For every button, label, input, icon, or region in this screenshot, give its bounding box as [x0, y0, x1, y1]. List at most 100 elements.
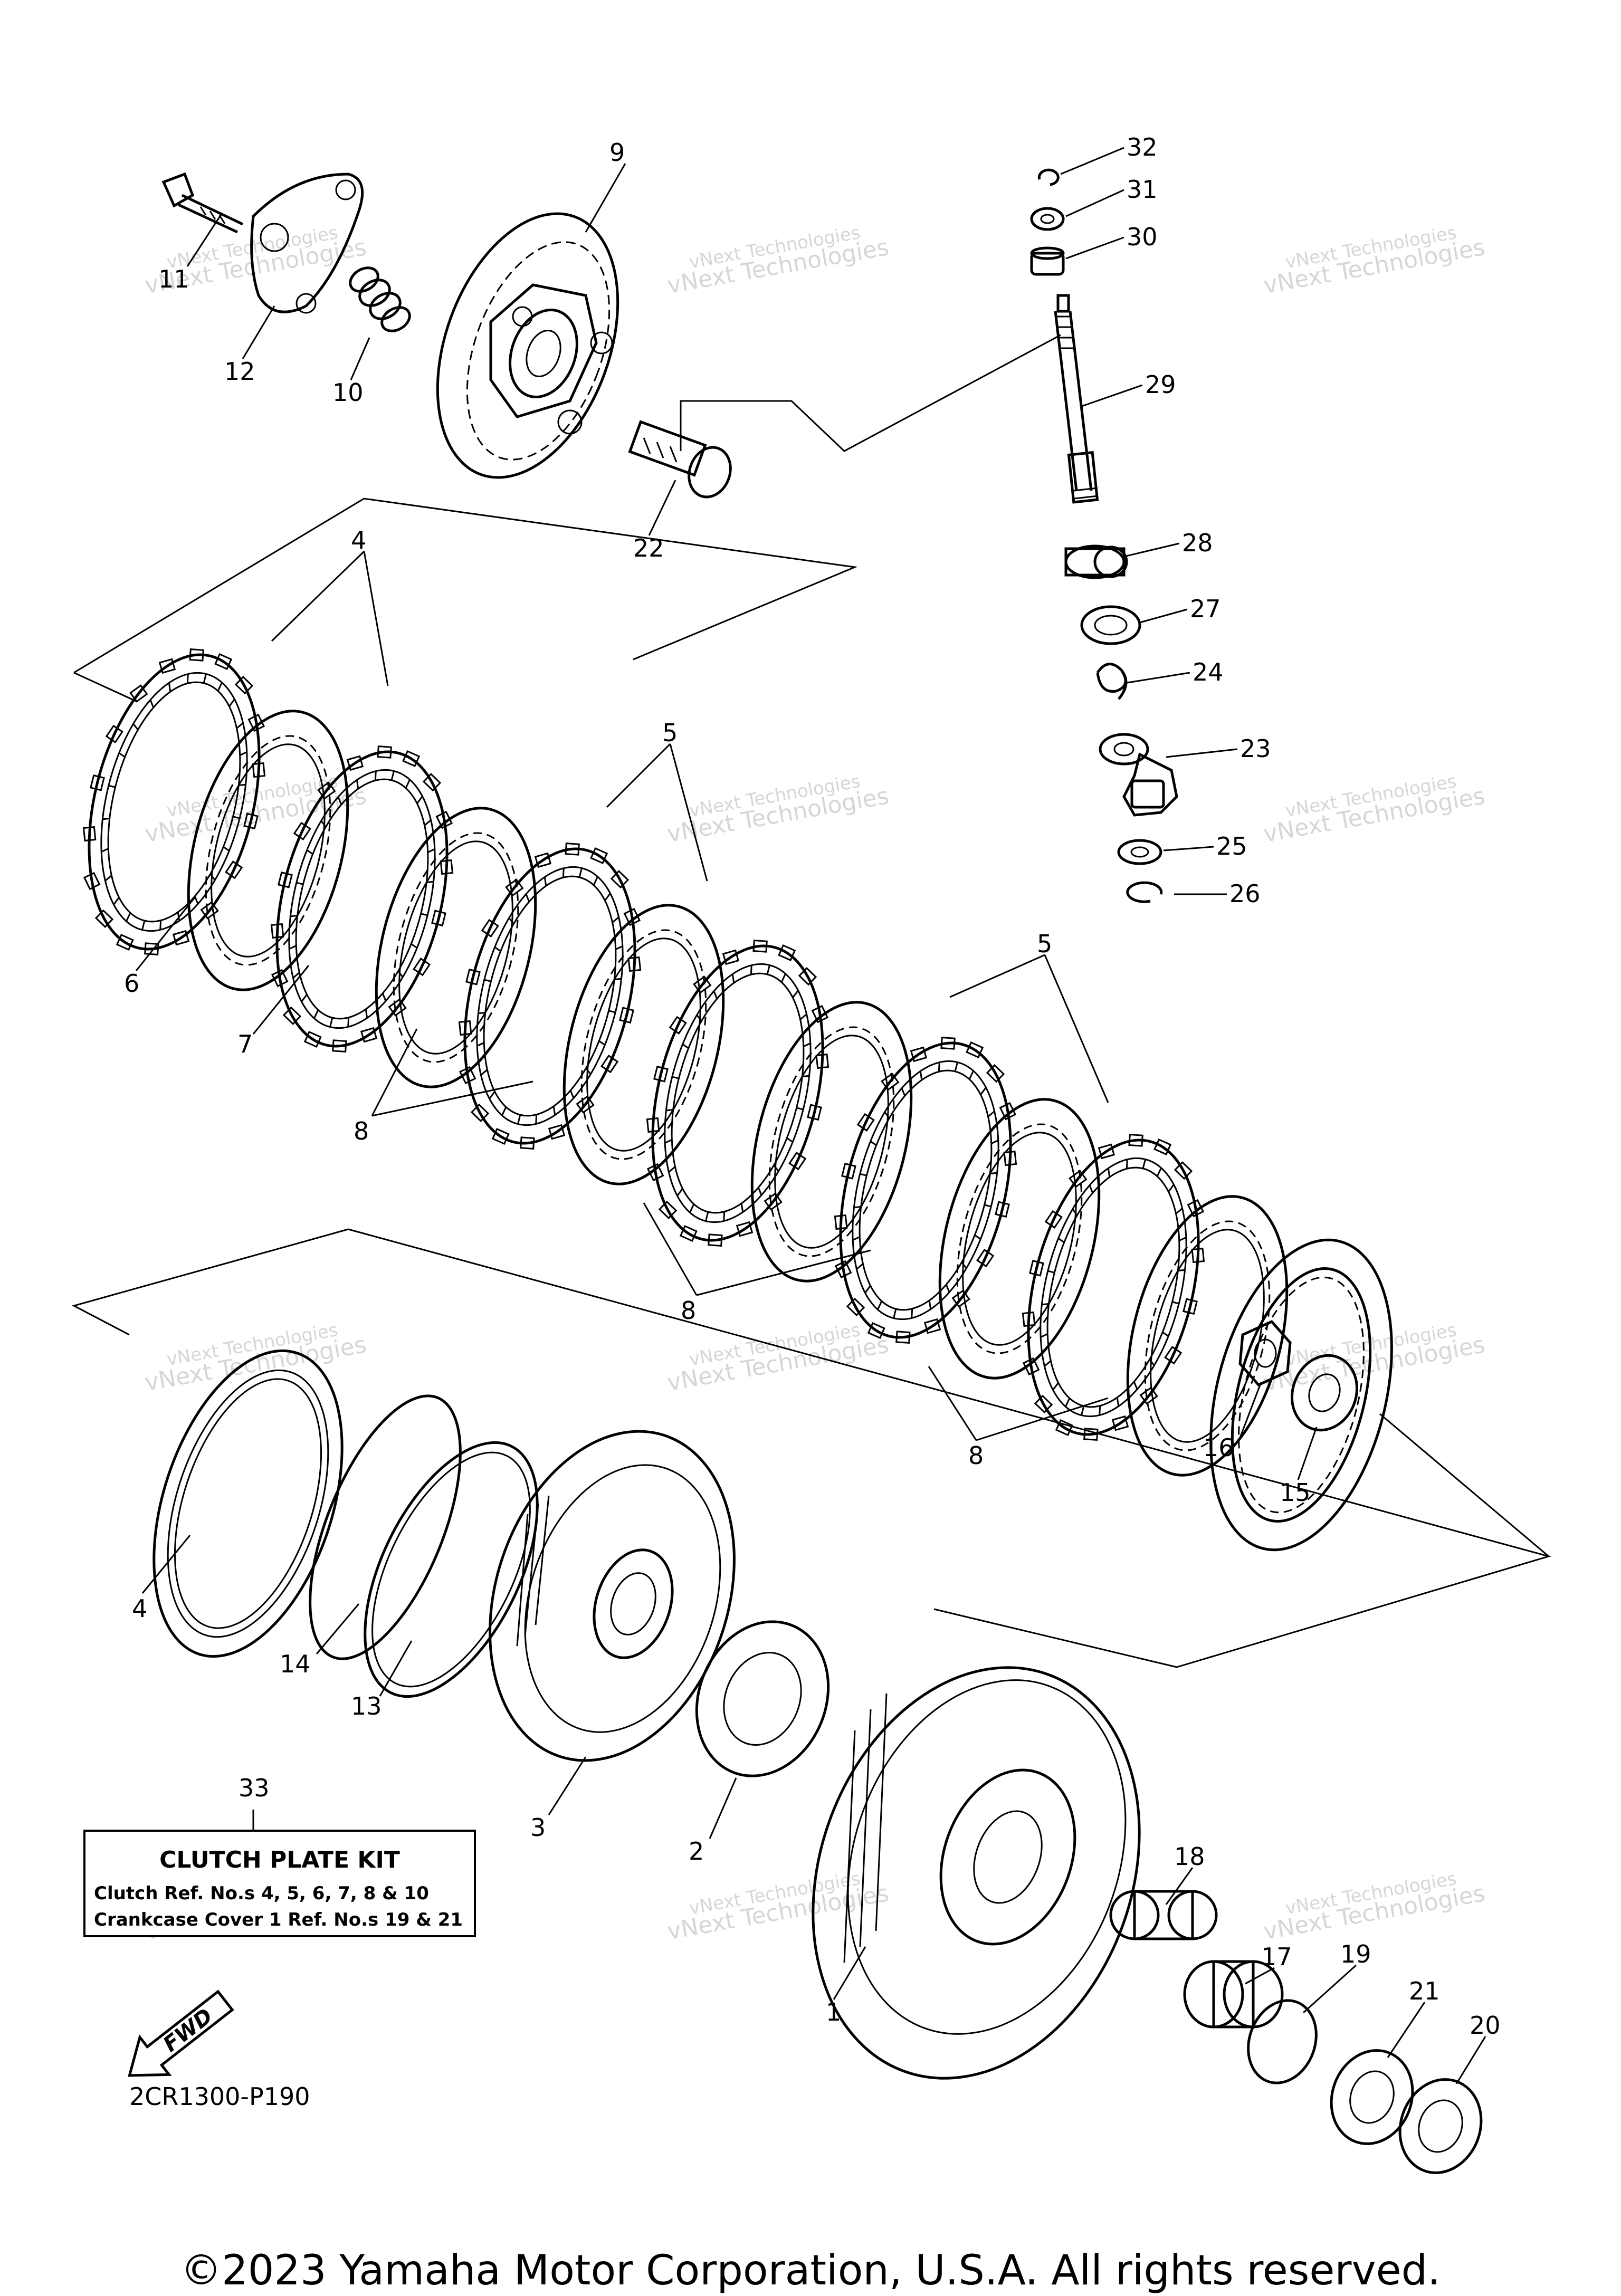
- callout-23: 23: [1240, 734, 1271, 763]
- plate-tab: [999, 1102, 1017, 1121]
- plate-tab: [1111, 1415, 1129, 1431]
- callout-14: 14: [280, 1650, 311, 1678]
- callout-21: 21: [1409, 1977, 1440, 2005]
- part-3-clutch-boss: [489, 1430, 736, 1762]
- steel-plate: [375, 807, 537, 1088]
- plate-tab: [995, 1201, 1010, 1218]
- frame-lower-left: [71, 1228, 349, 1336]
- plate-tab: [669, 1016, 687, 1035]
- plate-tab: [465, 968, 481, 986]
- group-frames: [71, 334, 1552, 1668]
- part-30-bearing: [1030, 246, 1065, 276]
- plate-tab: [623, 907, 641, 926]
- callout-4: 4: [351, 526, 366, 554]
- part-31-seal: [1030, 207, 1065, 231]
- plate-tab: [413, 958, 431, 977]
- callout-16: 16: [1203, 1433, 1234, 1462]
- callout-4-lower: 4: [132, 1594, 147, 1623]
- plate-tab: [966, 1041, 984, 1058]
- part-28-bearing: [1064, 544, 1128, 579]
- plate-tab: [278, 871, 293, 888]
- clutch-plate-stack: [82, 648, 1393, 1552]
- plate-tab: [895, 1331, 911, 1344]
- part-23-lever: [1099, 733, 1178, 817]
- plate-tab: [658, 1200, 678, 1219]
- plate-tab: [708, 1233, 723, 1247]
- friction-plate: [646, 939, 829, 1247]
- plate-tab: [293, 821, 311, 840]
- plate-tab: [881, 1073, 900, 1091]
- plate-tab: [600, 1055, 619, 1074]
- plate-tab: [271, 969, 289, 988]
- plate-tab: [83, 872, 101, 891]
- plate-tab: [834, 1260, 852, 1279]
- part-4-friction-plate-lower: [152, 1349, 344, 1658]
- callout-20: 20: [1470, 2011, 1501, 2040]
- plate-tab: [158, 658, 176, 674]
- part-26-clip: [1126, 881, 1163, 903]
- plate-tab: [491, 1128, 510, 1145]
- plate-tab: [82, 826, 97, 842]
- plate-tab: [144, 942, 159, 956]
- plate-tab: [105, 724, 123, 743]
- callout-8-right: 8: [968, 1441, 984, 1470]
- part-27-seal: [1080, 605, 1141, 645]
- part-25-washer: [1117, 839, 1162, 865]
- friction-plate: [1022, 1133, 1205, 1441]
- plate-tab: [778, 944, 796, 961]
- callout-19: 19: [1340, 1940, 1371, 1968]
- part-29-push-lever-shaft: [1054, 294, 1099, 504]
- plate-tab: [377, 745, 392, 759]
- plate-tab: [834, 1214, 848, 1230]
- steel-plate: [938, 1098, 1101, 1380]
- kit-title: CLUTCH PLATE KIT: [159, 1847, 400, 1873]
- plate-tab: [402, 750, 421, 767]
- callout-31: 31: [1127, 175, 1158, 204]
- plate-tab: [520, 1136, 535, 1150]
- plate-tab: [856, 1113, 875, 1132]
- plate-tab: [841, 1162, 856, 1180]
- plate-tab: [565, 842, 580, 856]
- plate-tab: [976, 1249, 995, 1268]
- plate-tab: [788, 1152, 807, 1171]
- part-24-spring: [1096, 663, 1128, 700]
- frame-lower-right: [348, 1228, 1552, 1668]
- part-1-primary-driven-gear: [812, 1666, 1141, 2080]
- part-2-washer: [695, 1620, 830, 1777]
- callout-26: 26: [1229, 879, 1261, 908]
- callout-6: 6: [124, 969, 139, 998]
- callout-9: 9: [609, 138, 625, 167]
- callout-30: 30: [1127, 223, 1158, 251]
- plate-tab: [940, 1036, 956, 1050]
- plate-tab: [867, 1322, 885, 1340]
- callout-5: 5: [662, 719, 678, 747]
- plate-tab: [846, 1297, 865, 1316]
- callout-1: 1: [826, 1998, 841, 2026]
- leader-lines: [135, 147, 1486, 2084]
- kit-line-1: Clutch Ref. No.s 4, 5, 6, 7, 8 & 10: [94, 1883, 429, 1904]
- plate-tab: [422, 773, 442, 792]
- callout-33: 33: [239, 1774, 270, 1802]
- part-21-gear: [1330, 2049, 1414, 2145]
- plate-tab: [431, 910, 446, 927]
- plate-tab: [435, 810, 453, 829]
- plate-tab: [225, 860, 243, 879]
- plate-tab: [693, 975, 712, 994]
- diagram-code: 2CR1300-P190: [129, 2082, 310, 2111]
- callout-17: 17: [1261, 1943, 1292, 1971]
- part-13-ring: [364, 1441, 539, 1698]
- plate-tab: [332, 1039, 347, 1053]
- plate-tab: [317, 781, 336, 800]
- frame-lower-right-top: [1379, 1413, 1549, 1557]
- part-15-washer: [1290, 1354, 1359, 1432]
- plate-tab: [214, 653, 233, 670]
- plate-tab: [282, 1006, 302, 1025]
- plate-tab: [1153, 1138, 1172, 1155]
- callout-7: 7: [237, 1030, 253, 1058]
